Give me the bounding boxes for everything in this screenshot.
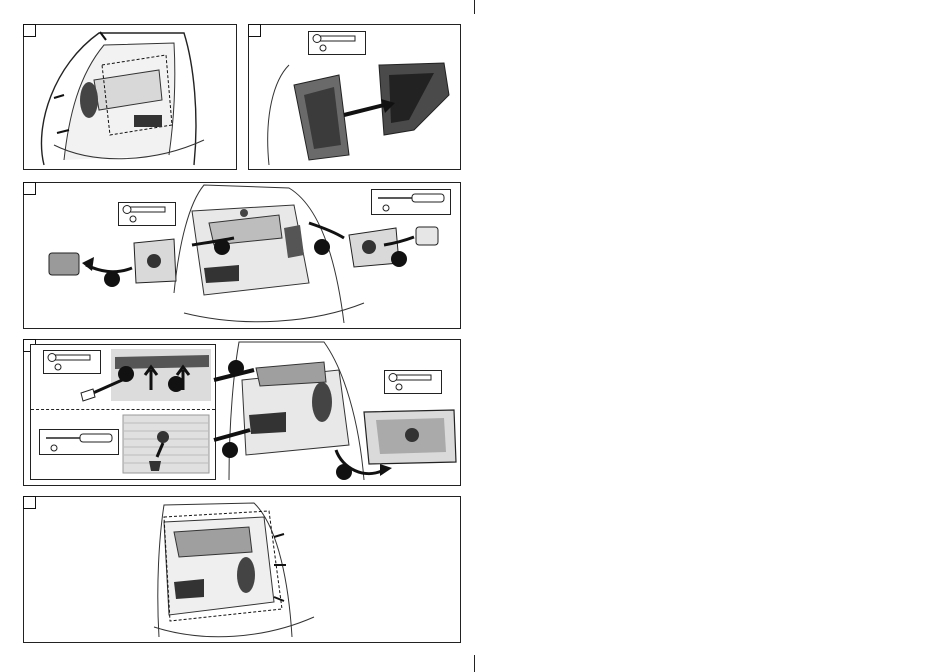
page-fold-top xyxy=(474,0,475,14)
callout-marker xyxy=(228,360,244,376)
trim-reinstall-illustration xyxy=(24,497,460,642)
step-4-panel xyxy=(23,339,461,486)
callout-marker xyxy=(104,271,120,287)
step-1-panel xyxy=(23,24,237,170)
seat-frame-illustration xyxy=(249,25,460,169)
step-5-panel xyxy=(23,496,461,643)
step-2-panel xyxy=(248,24,461,170)
callout-marker xyxy=(391,251,407,267)
page-fold-bottom xyxy=(474,655,475,672)
callout-marker xyxy=(314,239,330,255)
callout-marker xyxy=(118,366,134,382)
cargo-area-trim-illustration xyxy=(24,25,236,169)
step-3-panel xyxy=(23,182,461,329)
callout-marker xyxy=(168,376,184,392)
callout-marker xyxy=(336,464,352,480)
callout-marker xyxy=(222,442,238,458)
callout-marker xyxy=(214,239,230,255)
